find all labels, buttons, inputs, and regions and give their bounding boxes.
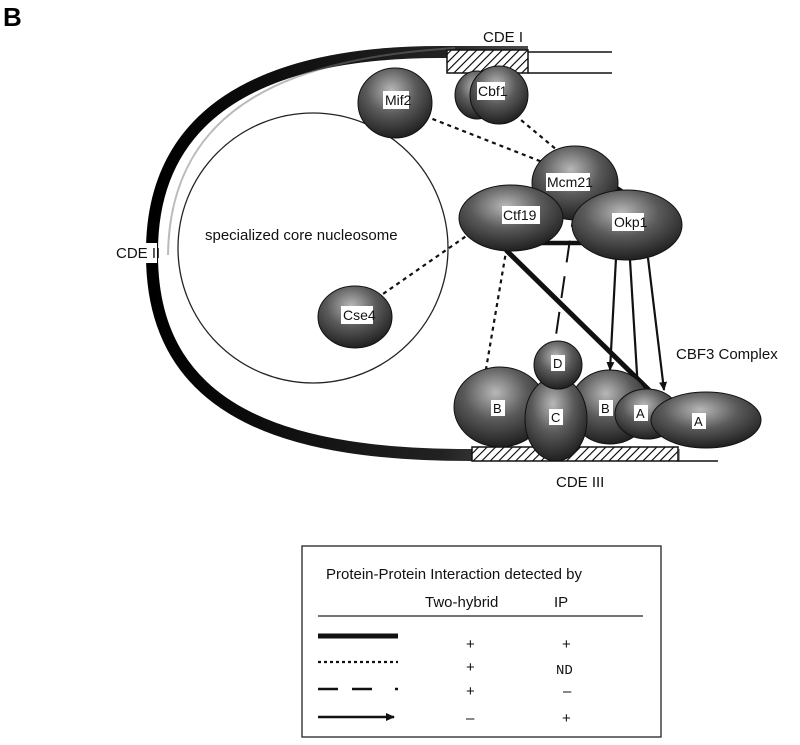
complex-label: CBF3 Complex	[676, 346, 778, 363]
legend-row2-two-hybrid: +	[466, 659, 475, 676]
legend: Protein-Protein Interaction detected by …	[301, 545, 662, 738]
legend-row4-two-hybrid: –	[466, 710, 475, 727]
legend-row3-ip: –	[563, 683, 572, 700]
cse4-label: Cse4	[343, 307, 376, 323]
ctf19-label: Ctf19	[503, 207, 537, 223]
c-label: C	[551, 410, 560, 425]
a1-label: A	[636, 406, 645, 421]
cbf1-label: Cbf1	[478, 83, 508, 99]
cde3-label: CDE III	[556, 474, 604, 491]
legend-title: Protein-Protein Interaction detected by	[326, 566, 582, 583]
legend-col-ip: IP	[554, 594, 568, 611]
legend-row2-ip: ND	[556, 663, 573, 679]
dotted-cbf1-mcm21	[514, 114, 558, 151]
okp1-label: Okp1	[614, 214, 648, 230]
legend-row3-two-hybrid: +	[466, 683, 475, 700]
protein-mif2: Mif2	[357, 67, 433, 139]
protein-cbf1: Cbf1	[454, 65, 529, 125]
dotted-mif2-mcm21	[424, 114, 556, 169]
cde1-label: CDE I	[483, 29, 523, 46]
b1-label: B	[493, 401, 502, 416]
arrow-okp1-a2	[646, 257, 668, 391]
cde2-label: CDE II	[116, 245, 160, 262]
a2-label: A	[694, 414, 703, 429]
core-nucleosome	[177, 112, 449, 384]
panel-label: B	[3, 2, 22, 32]
protein-cse4: Cse4	[317, 285, 393, 349]
dotted-ctf19-b	[483, 239, 510, 376]
mif2-label: Mif2	[385, 92, 412, 108]
arrow-okp1-b	[606, 257, 618, 371]
proteins: Mif2 Cbf1 Okp1 Mcm21 Ctf19	[317, 65, 762, 462]
d-label: D	[553, 356, 562, 371]
b2-label: B	[601, 401, 610, 416]
legend-row1-ip: +	[562, 636, 571, 653]
legend-box	[301, 545, 662, 738]
arrow-okp1-a1	[628, 259, 642, 391]
protein-okp1: Okp1	[571, 189, 683, 261]
legend-row1-two-hybrid: +	[466, 636, 475, 653]
mcm21-label: Mcm21	[547, 174, 593, 190]
legend-col-two-hybrid: Two-hybrid	[425, 594, 498, 611]
solid-ctf19-a	[504, 248, 654, 395]
cbf3-complex: B C D B A A	[453, 340, 762, 462]
nucleosome-label: specialized core nucleosome	[205, 227, 398, 244]
dashed-mcm21-d	[554, 204, 576, 343]
legend-row4-ip: +	[562, 710, 571, 727]
